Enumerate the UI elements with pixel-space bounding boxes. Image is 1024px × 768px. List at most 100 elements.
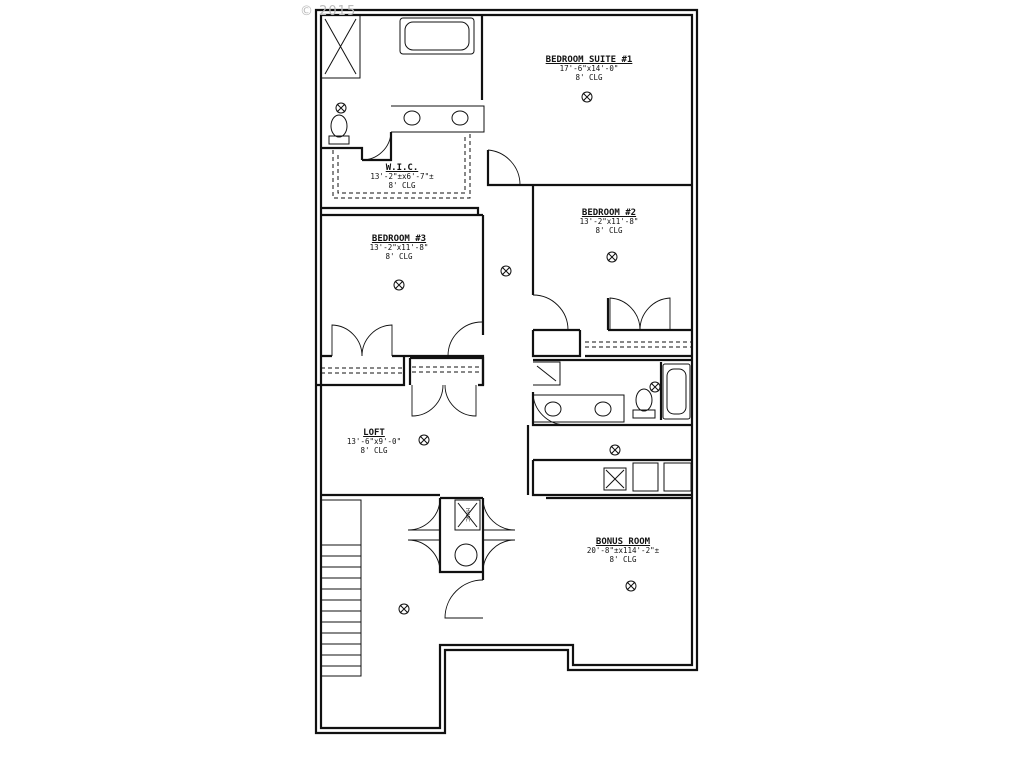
laundry-sink-x (605, 469, 625, 489)
room-name: BONUS ROOM (595, 537, 651, 547)
door-bedroom2 (532, 294, 569, 331)
dryer (663, 462, 692, 492)
ceiling-light-icon (581, 91, 593, 103)
door-mech-r (482, 499, 516, 531)
door-bedroom3-closet-l (331, 324, 363, 357)
wall-laundry (531, 458, 692, 497)
linen-cabinet (533, 361, 561, 386)
door-wic (361, 131, 392, 161)
bedroom3-closet-shelf (321, 367, 404, 374)
shower-diag1 (324, 18, 357, 75)
exterior-wall-outline (314, 8, 699, 735)
wall-closet-block (531, 330, 692, 358)
laundry-sink (603, 467, 627, 491)
master-toilet-tank (328, 135, 350, 145)
room-ceiling: 8' CLG (595, 225, 623, 235)
room-dimensions: 13'-2"x11'-8" (369, 243, 429, 253)
room-dimensions: 13'-6"x9'-0" (346, 437, 402, 447)
ceiling-light-icon (609, 444, 621, 456)
ceiling-light-icon (393, 279, 405, 291)
room-dimensions: 13'-2"±x6'-7"± (370, 172, 434, 182)
hall-toilet-bowl (635, 388, 653, 412)
door-mech-r2 (482, 539, 516, 573)
door-hall-closet-r (444, 384, 477, 417)
wall-mech (438, 496, 483, 574)
bathtub-inner (404, 21, 470, 51)
linen-diag (536, 365, 557, 382)
door-mech-l2 (407, 539, 441, 573)
room-ceiling: 8' CLG (385, 251, 413, 261)
hall-tub (662, 363, 691, 420)
ceiling-light-icon (625, 580, 637, 592)
room-dimensions: 13'-2"x11'-8" (579, 217, 639, 227)
washer (632, 462, 659, 492)
bathtub (399, 17, 475, 55)
water-heater (454, 543, 478, 567)
wall-bedroom3-south (321, 354, 485, 385)
room-ceiling: 8' CLG (609, 554, 637, 564)
master-sink-1 (403, 110, 421, 126)
hall-sink-1 (544, 401, 562, 417)
room-ceiling: 8' CLG (575, 72, 603, 82)
exterior-walls (314, 8, 699, 735)
room-name: LOFT (363, 428, 385, 438)
ceiling-light-icon (398, 603, 410, 615)
door-bonus (444, 579, 484, 619)
hvac-x (457, 502, 478, 528)
interior-walls (316, 14, 692, 677)
door-bedroom3 (447, 321, 483, 357)
copyright-watermark: © 2015 (300, 4, 357, 19)
room-label-loft: LOFT 13'-6"x9'-0" 8' CLG (347, 428, 401, 456)
room-ceiling: 8' CLG (388, 180, 416, 190)
room-name: BEDROOM #2 (581, 208, 637, 218)
room-label-bonus-room: BONUS ROOM 20'-8"±x114'-2"± 8' CLG (587, 537, 659, 565)
door-mech-l (407, 499, 441, 531)
hall-toilet-tank (632, 409, 656, 419)
wall-suite-west-lower (486, 150, 533, 187)
bedroom2-closet-shelf (585, 341, 692, 348)
ceiling-light-icon (649, 381, 661, 393)
room-label-bedroom-2: BEDROOM #2 13'-2"x11'-8" 8' CLG (580, 208, 639, 236)
door-bedroom3-closet-r (361, 324, 393, 357)
ceiling-lights (335, 91, 661, 615)
ceiling-light-icon (418, 434, 430, 446)
door-bedroom2-closet-l (609, 297, 641, 331)
stair-outline (320, 499, 362, 677)
ceiling-light-icon (500, 265, 512, 277)
room-dimensions: 17'-6"x14'-0" (559, 64, 619, 74)
master-vanity (391, 105, 485, 133)
wall-hall-bath-west (531, 392, 692, 427)
hall-sink-2 (594, 401, 612, 417)
hvac-unit (454, 499, 481, 531)
ceiling-light-icon (335, 102, 347, 114)
room-name: W.I.C. (385, 163, 419, 173)
stair-treads (321, 544, 361, 667)
exterior-wall-inner (319, 13, 694, 730)
wall-wic (321, 132, 393, 162)
hall-vanity (533, 394, 625, 423)
door-swings (331, 131, 671, 619)
wic-shelf-inner (337, 136, 466, 194)
door-master-bath (487, 149, 521, 186)
door-hall-closet-l (411, 384, 444, 417)
wall-hall-closet (408, 356, 485, 387)
wall-wic-south (321, 206, 480, 215)
hall-closet-shelf (412, 366, 480, 373)
room-name: BEDROOM SUITE #1 (545, 55, 633, 65)
master-sink-2 (451, 110, 469, 126)
master-toilet-bowl (330, 114, 348, 138)
shower-enclosure (320, 14, 361, 79)
door-hall-bath (532, 391, 567, 426)
room-label-bedroom-3: BEDROOM #3 13'-2"x11'-8" 8' CLG (370, 234, 429, 262)
room-ceiling: 8' CLG (360, 445, 388, 455)
ceiling-light-icon (606, 251, 618, 263)
room-dimensions: 20'-8"±x114'-2"± (586, 546, 660, 556)
wic-shelf (332, 132, 471, 199)
room-name: BEDROOM #3 (371, 234, 427, 244)
door-bedroom2-closet-r (639, 297, 671, 331)
room-label-bedroom-suite-1: BEDROOM SUITE #1 17'-6"x14'-0" 8' CLG (546, 55, 633, 83)
hall-tub-inner (666, 368, 687, 415)
hvac-label: HVAC (464, 508, 470, 522)
wall-bedroom3-closet (316, 356, 406, 387)
